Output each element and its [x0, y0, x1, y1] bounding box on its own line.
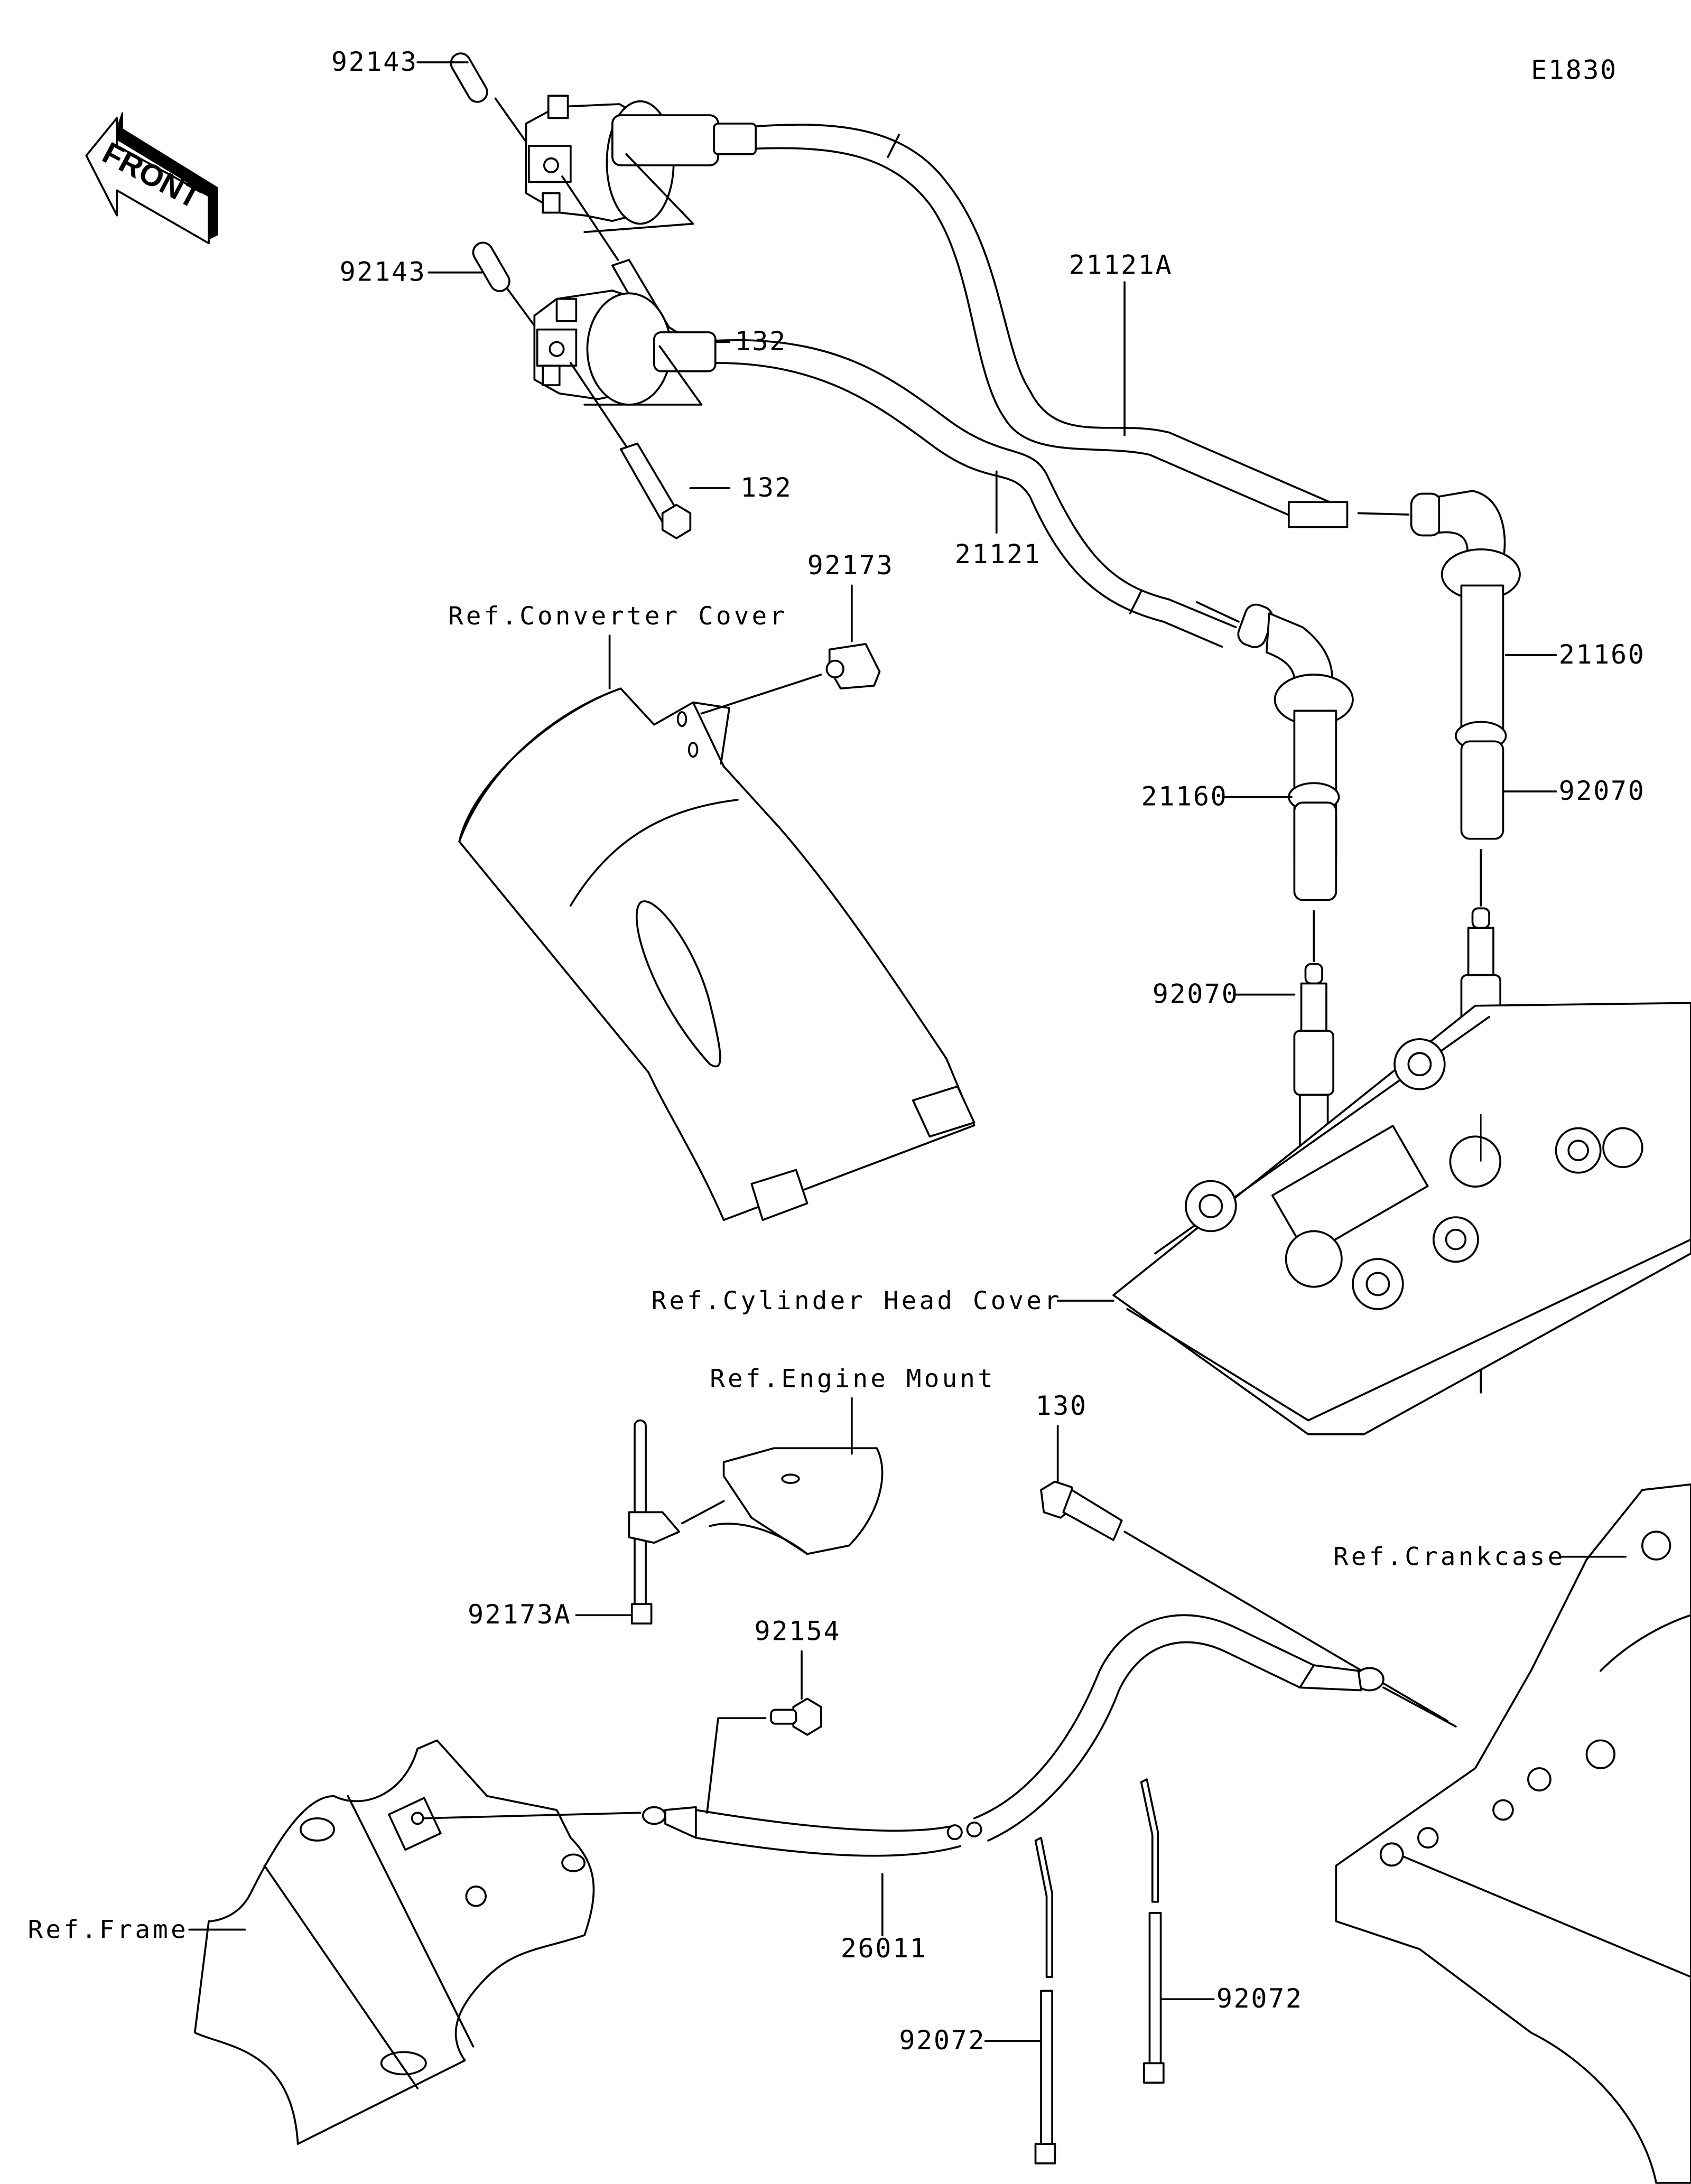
- bushing-lower-shape: [472, 241, 510, 292]
- callout-92173[interactable]: 92173: [807, 550, 894, 581]
- ref-engine-mount[interactable]: Ref.Engine Mount: [710, 1364, 996, 1393]
- callout-92143-lower[interactable]: 92143: [340, 257, 426, 287]
- callout-92143-upper[interactable]: 92143: [331, 46, 418, 77]
- high-tension-cable-a[interactable]: [755, 124, 1349, 528]
- ref-crankcase[interactable]: Ref.Crankcase: [1333, 1542, 1565, 1571]
- plug-cap-left[interactable]: [1196, 601, 1354, 901]
- callout-92072-left[interactable]: 92072: [899, 2025, 986, 2056]
- callout-21160-right[interactable]: 21160: [1559, 639, 1646, 670]
- callout-92154[interactable]: 92154: [754, 1616, 841, 1647]
- cylinder-head-cover[interactable]: [1112, 1002, 1691, 1435]
- bolt-130[interactable]: [1040, 1480, 1448, 1722]
- clamp[interactable]: [825, 643, 881, 690]
- front-arrow-icon: FRONT: [85, 112, 218, 245]
- callout-21121[interactable]: 21121: [955, 539, 1042, 570]
- plug-cap-right[interactable]: [1357, 490, 1521, 840]
- cable-band-left[interactable]: [1034, 1836, 1056, 2164]
- callout-130[interactable]: 130: [1036, 1390, 1088, 1421]
- bolt-92154[interactable]: [706, 1697, 822, 1814]
- callout-26011[interactable]: 26011: [841, 1933, 927, 1964]
- ref-converter-cover[interactable]: Ref.Converter Cover: [448, 602, 787, 631]
- callout-92072-right[interactable]: 92072: [1216, 1983, 1303, 2014]
- bushing-upper-shape: [450, 52, 488, 103]
- callout-21121a[interactable]: 21121A: [1069, 249, 1173, 280]
- cable-tie-92173a[interactable]: [628, 1419, 725, 1625]
- callout-21160-left[interactable]: 21160: [1141, 781, 1228, 811]
- ignition-coil-lower[interactable]: [470, 239, 730, 539]
- crankcase[interactable]: [1335, 1483, 1691, 2184]
- callout-92173a[interactable]: 92173A: [468, 1599, 572, 1630]
- diagram-code: E1830: [1531, 55, 1618, 86]
- callout-92070-right[interactable]: 92070: [1559, 776, 1646, 806]
- frame[interactable]: [193, 1739, 642, 2145]
- converter-cover[interactable]: [458, 687, 975, 1221]
- engine-mount[interactable]: [709, 1447, 884, 1555]
- ground-lead[interactable]: [642, 1614, 1457, 1857]
- callout-92070-left[interactable]: 92070: [1153, 978, 1239, 1009]
- high-tension-cable[interactable]: [714, 339, 1237, 648]
- ref-cylinder-head-cover[interactable]: Ref.Cylinder Head Cover: [652, 1286, 1062, 1315]
- ref-frame[interactable]: Ref.Frame: [28, 1915, 189, 1944]
- callout-132-lower[interactable]: 132: [740, 472, 792, 503]
- cable-band-right[interactable]: [1140, 1778, 1165, 2084]
